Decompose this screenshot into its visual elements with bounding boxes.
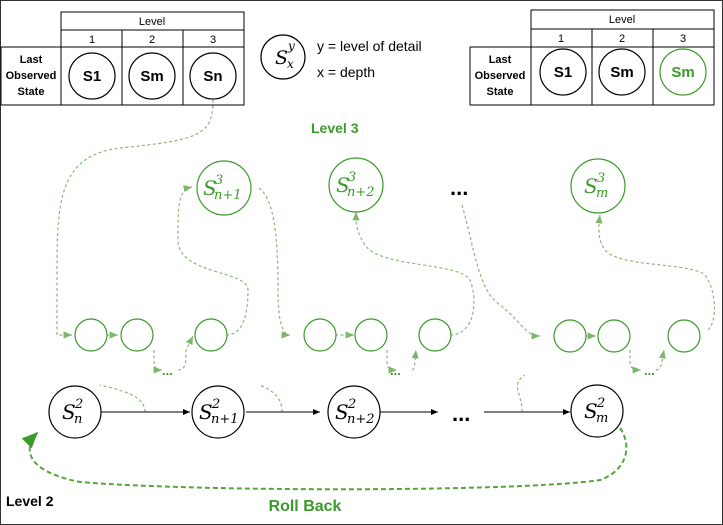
level-3-node-1-base: S [203, 176, 217, 200]
notation-legend: S y x y = level of detail x = depth [260, 34, 422, 80]
right-cell-1: S1 [554, 64, 572, 81]
right-row-label-3: State [487, 86, 514, 98]
notation-line-2: x = depth [317, 64, 375, 80]
chain-1-node-3 [194, 318, 228, 352]
left-cell-2-circle [128, 52, 176, 100]
level-3-node-3-sup: 3 [597, 171, 605, 186]
left-row-label-3: State [18, 86, 45, 98]
level-2-label: Level 2 [6, 493, 54, 509]
notation-line-1: y = level of detail [317, 38, 422, 54]
right-cell-3-circle [659, 48, 707, 96]
level-2-node-2-base: S [199, 400, 213, 424]
level-3-node-1-sup: 3 [215, 173, 223, 188]
notation-circle [260, 34, 306, 80]
left-table-col-3: 3 [210, 34, 216, 46]
right-cell-2-circle [598, 48, 646, 96]
level-2-node-3-base: S [335, 400, 349, 424]
level-2-node-3-sup: 2 [347, 397, 356, 412]
notation-symbol: S [275, 47, 288, 69]
right-state-table: Level 1 2 3 Last Observed State S1 Sm Sm [469, 9, 715, 106]
left-row-label-2: Observed [6, 70, 57, 82]
chain-3-node-2 [597, 319, 631, 353]
right-table-col-3: 3 [680, 33, 686, 45]
chain-1-ellipsis: ... [162, 363, 173, 378]
level-2-node-1-base: S [62, 400, 76, 424]
level-3-node-2-sup: 3 [348, 170, 356, 185]
chain-1-node-1 [74, 318, 108, 352]
level-3-node-3 [570, 158, 626, 214]
chain-3-node-3 [667, 319, 701, 353]
notation-superscript: y [287, 39, 295, 53]
level-3-node-2 [328, 157, 384, 213]
level-3-node-3-sub: m [596, 186, 608, 201]
level-3-node-3-base: S [584, 174, 598, 198]
chain-2-node-1 [303, 318, 337, 352]
roll-back-label: Roll Back [269, 498, 342, 515]
level-2-node-4-sub: m [596, 411, 608, 426]
level-2-node-2 [191, 385, 245, 439]
level-2-node-1-sub: n [74, 412, 82, 427]
chain-3-ellipsis: ... [644, 363, 655, 378]
notation-subscript: x [287, 57, 294, 71]
level-3-ellipsis: ... [450, 175, 468, 200]
level-2-node-3 [327, 385, 381, 439]
level-2-node-1 [48, 385, 102, 439]
level-2-chain: S 2 n S 2 n+1 S 2 n+2 ... S 2 m [48, 384, 624, 439]
level-2-node-4-sup: 2 [596, 396, 605, 411]
right-table-header: Level [609, 14, 635, 26]
level-2-node-2-sup: 2 [211, 397, 220, 412]
right-cell-3: Sm [671, 64, 694, 81]
left-cell-3-circle [189, 52, 237, 100]
level-3-node-1 [196, 160, 252, 216]
left-row-label-1: Last [20, 54, 43, 66]
level-3-label: Level 3 [311, 120, 359, 136]
left-table-col-1: 1 [89, 34, 95, 46]
right-table-col-2: 2 [619, 33, 625, 45]
left-cell-3: Sn [203, 68, 222, 85]
right-row-label-1: Last [489, 54, 512, 66]
level-2-node-1-sup: 2 [74, 397, 83, 412]
left-cell-1-circle [68, 52, 116, 100]
left-cell-2: Sm [140, 68, 163, 85]
chain-2-node-3 [418, 318, 452, 352]
level-3-node-2-sub: n+2 [347, 185, 375, 200]
left-table-header: Level [139, 16, 165, 28]
left-table-col-2: 2 [149, 34, 155, 46]
right-cell-2: Sm [610, 64, 633, 81]
level-2-node-4-base: S [584, 399, 598, 423]
level-2-node-3-sub: n+2 [347, 412, 375, 427]
sub-chains: ... ... ... [74, 318, 701, 378]
level-3-dashed-connectors [56, 99, 715, 413]
level-2-node-4 [570, 384, 624, 438]
right-cell-1-circle [539, 48, 587, 96]
right-row-label-2: Observed [475, 70, 526, 82]
left-state-table: Level 1 2 3 Last Observed State S1 Sm Sn [0, 11, 245, 106]
chain-2-node-2 [354, 318, 388, 352]
right-table-col-1: 1 [558, 33, 564, 45]
chain-3-node-1 [553, 319, 587, 353]
level-3-node-2-base: S [336, 173, 350, 197]
chain-1-node-2 [120, 318, 154, 352]
level-3-nodes: S 3 n+1 S 3 n+2 ... S 3 m [196, 157, 626, 216]
level-2-node-2-sub: n+1 [211, 412, 239, 427]
chain-2-ellipsis: ... [390, 363, 401, 378]
level-2-ellipsis: ... [452, 401, 470, 426]
level-3-node-1-sub: n+1 [214, 188, 242, 203]
left-cell-1: S1 [83, 68, 101, 85]
roll-back-arrow [21, 427, 628, 491]
